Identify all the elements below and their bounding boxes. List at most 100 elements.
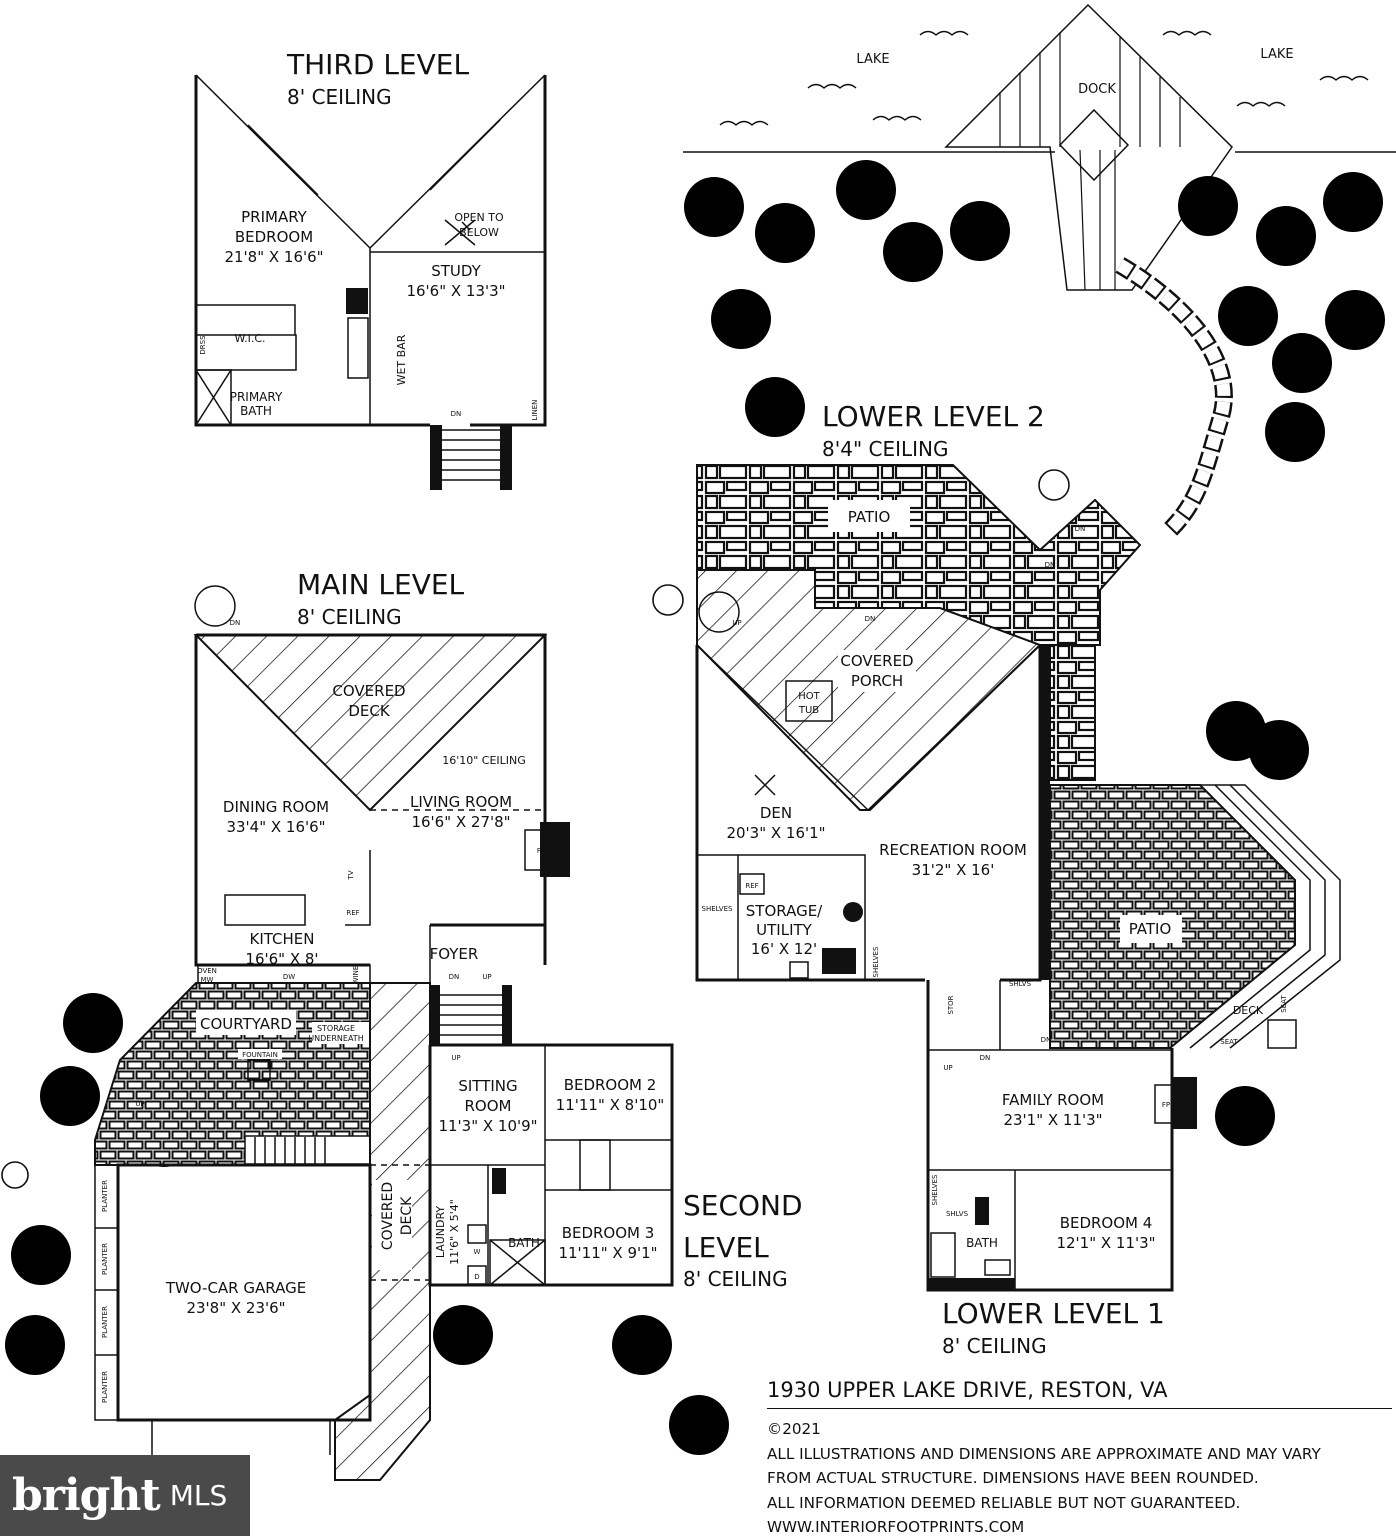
- kitchen-label: KITCHEN: [250, 930, 315, 948]
- covered-porch-label-2: PORCH: [851, 672, 903, 690]
- lower1-fireplace: FP: [1162, 1101, 1170, 1109]
- patio-upper-label: PATIO: [848, 508, 891, 526]
- third-level-ceiling: 8' CEILING: [287, 85, 392, 109]
- planter-2: PLANTER: [101, 1243, 109, 1275]
- second-level-title-2: LEVEL: [683, 1231, 769, 1264]
- foyer-label: FOYER: [430, 945, 479, 963]
- third-level: THIRD LEVEL 8' CEILING PRIMARY BEDROOM 2…: [194, 48, 547, 490]
- property-address: 1930 UPPER LAKE DRIVE, RESTON, VA: [767, 1378, 1392, 1409]
- deck-ceiling-label: 16'10" CEILING: [442, 754, 526, 767]
- third-stair-dn: DN: [451, 410, 462, 418]
- lower1-shelves: SHELVES: [931, 1174, 939, 1205]
- main-tv: TV: [347, 870, 355, 880]
- dress-label: DRSS: [199, 335, 207, 355]
- lower2-shelves: SHELVES: [702, 905, 733, 913]
- lower1-title: LOWER LEVEL 1: [942, 1297, 1165, 1330]
- covered-porch-label-1: COVERED: [840, 652, 913, 670]
- primary-bedroom-dims: 21'8" X 16'6": [224, 248, 323, 266]
- stor-label: STOR: [947, 995, 955, 1014]
- courtyard-and-garage: COURTYARD STORAGE UNDERNEATH FOUNTAIN UP…: [94, 982, 431, 1481]
- patio-dn-1: DN: [1075, 525, 1086, 533]
- disclaimer-line-2: FROM ACTUAL STRUCTURE. DIMENSIONS HAVE B…: [767, 1469, 1259, 1487]
- hot-tub-label-1: HOT: [798, 691, 820, 702]
- oven-label: OVEN: [197, 967, 217, 975]
- open-to-below-1: OPEN TO: [454, 211, 504, 224]
- dock-label: DOCK: [1078, 82, 1116, 97]
- primary-bath-label-1: PRIMARY: [230, 390, 283, 404]
- sitting-room-label-1: SITTING: [458, 1077, 517, 1095]
- recreation-room-label: RECREATION ROOM: [879, 841, 1027, 859]
- wet-bar-label: WET BAR: [395, 334, 408, 385]
- seat-label-1: SEAT: [1220, 1038, 1238, 1046]
- lower-level-1: UP DN DN STOR SHLVS FAMILY ROOM 23'1" X …: [926, 980, 1197, 1358]
- dining-room-dims: 33'4" X 16'6": [226, 818, 325, 836]
- main-level-ceiling: 8' CEILING: [297, 605, 402, 629]
- wic-label: W.I.C.: [234, 332, 265, 345]
- website-link[interactable]: WWW.INTERIORFOOTPRINTS.COM: [767, 1518, 1025, 1536]
- disclaimer-line-3: ALL INFORMATION DEEMED RELIABLE BUT NOT …: [767, 1493, 1241, 1512]
- lower1-dn-2: DN: [1041, 1036, 1052, 1044]
- living-room-dims: 16'6" X 27'8": [411, 813, 510, 831]
- courtyard-up: UP: [135, 1100, 144, 1108]
- patio-dn-2: DN: [1045, 561, 1056, 569]
- hot-tub-label-2: TUB: [798, 705, 819, 716]
- wine-label: WINE: [352, 966, 360, 985]
- seat-label-2: SEAT: [1280, 995, 1288, 1013]
- side-deck-label-1: COVERED: [380, 1182, 396, 1250]
- den-dims: 20'3" X 16'1": [726, 824, 825, 842]
- lower-patio: PATIO DECK SEAT SEAT: [1049, 784, 1341, 1049]
- primary-bath-label-2: BATH: [240, 404, 272, 418]
- lower1-up: UP: [943, 1064, 952, 1072]
- bedroom2-dims: 11'11" X 8'10": [556, 1096, 665, 1114]
- lower1-shlvs: SHLVS: [946, 1210, 969, 1218]
- deck-lower-label: DECK: [1233, 1004, 1264, 1017]
- sitting-room-dims: 11'3" X 10'9": [438, 1117, 537, 1135]
- primary-bedroom-label-2: BEDROOM: [235, 228, 313, 246]
- study-dims: 16'6" X 13'3": [406, 282, 505, 300]
- second-level-ceiling: 8' CEILING: [683, 1267, 788, 1291]
- mw-label: MW: [201, 976, 214, 984]
- living-room-label: LIVING ROOM: [410, 793, 512, 811]
- lower1-dn-1: DN: [980, 1054, 991, 1062]
- kitchen-dims: 16'6" X 8': [245, 950, 318, 968]
- garage-dims: 23'8" X 23'6": [186, 1299, 285, 1317]
- lake-label-left: LAKE: [856, 52, 889, 67]
- lower-bath-label: BATH: [966, 1236, 998, 1250]
- lower-level-2: LOWER LEVEL 2 8'4" CEILING PATIO DN DN U…: [695, 400, 1142, 982]
- lower1-shlvs-top: SHLVS: [1009, 980, 1032, 988]
- main-fireplace: FP: [537, 847, 545, 855]
- second-level-title-1: SECOND: [683, 1189, 803, 1222]
- copyright: ©2021: [767, 1420, 821, 1438]
- storage-utility-label-1: STORAGE/: [746, 902, 823, 920]
- foyer-lower-up: UP: [451, 1054, 460, 1062]
- lower2-ref: REF: [745, 882, 758, 890]
- dw-label: DW: [283, 973, 295, 981]
- family-room-dims: 23'1" X 11'3": [1003, 1111, 1102, 1129]
- second-level: SECOND LEVEL 8' CEILING SITTING ROOM 11'…: [428, 1043, 803, 1291]
- main-ref: REF: [346, 909, 359, 917]
- lake-label-right: LAKE: [1260, 47, 1293, 62]
- storage-underneath-2: UNDERNEATH: [308, 1034, 363, 1043]
- fountain-label: FOUNTAIN: [242, 1051, 278, 1059]
- lower2-title: LOWER LEVEL 2: [822, 400, 1045, 433]
- bright-mls-logo: bright MLS: [0, 1455, 250, 1536]
- rec-shelves: SHELVES: [872, 946, 880, 977]
- dining-room-label: DINING ROOM: [223, 798, 329, 816]
- storage-utility-label-2: UTILITY: [756, 921, 813, 939]
- lower2-ceiling: 8'4" CEILING: [822, 437, 949, 461]
- foyer-dn: DN: [449, 973, 460, 981]
- open-to-below-2: BELOW: [459, 226, 499, 239]
- main-level: MAIN LEVEL 8' CEILING DN COVERED DECK 16…: [193, 568, 570, 1062]
- lake-area: LAKE LAKE: [683, 30, 1396, 153]
- foyer-up: UP: [482, 973, 491, 981]
- second-bath-label: BATH: [508, 1236, 540, 1250]
- bedroom2-label: BEDROOM 2: [564, 1076, 657, 1094]
- den-label: DEN: [760, 804, 792, 822]
- lower1-ceiling: 8' CEILING: [942, 1334, 1047, 1358]
- storage-underneath-1: STORAGE: [317, 1024, 355, 1033]
- dryer-label: D: [474, 1273, 479, 1281]
- washer-label: W: [474, 1248, 481, 1256]
- study-label: STUDY: [431, 262, 481, 280]
- garage-label: TWO-CAR GARAGE: [165, 1279, 306, 1297]
